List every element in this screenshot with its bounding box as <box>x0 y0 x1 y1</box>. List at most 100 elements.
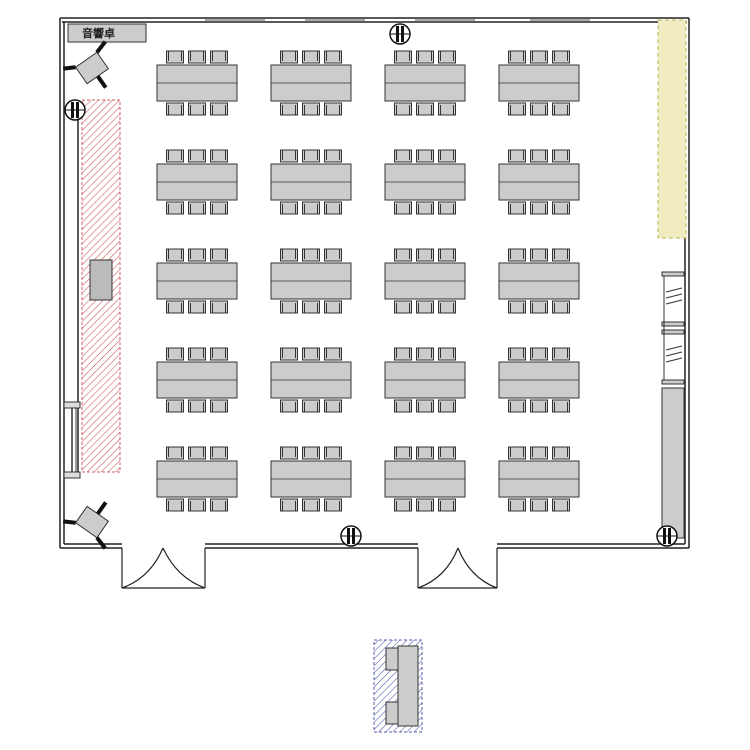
chair <box>166 248 184 262</box>
chair <box>324 498 342 512</box>
chair <box>302 248 320 262</box>
chair <box>508 446 526 460</box>
chair <box>210 50 228 64</box>
chair <box>530 498 548 512</box>
chair <box>166 50 184 64</box>
chair <box>166 347 184 361</box>
chair <box>302 102 320 116</box>
speaker-bottom-left <box>62 501 110 550</box>
chair <box>188 149 206 163</box>
chair <box>416 347 434 361</box>
chair <box>508 201 526 215</box>
chair <box>324 50 342 64</box>
table-group <box>156 149 238 215</box>
table-group <box>270 248 352 314</box>
chair <box>530 102 548 116</box>
chair <box>210 347 228 361</box>
chair <box>438 399 456 413</box>
chair <box>508 399 526 413</box>
chair <box>324 300 342 314</box>
chair <box>552 102 570 116</box>
chair <box>394 300 412 314</box>
table-group <box>270 347 352 413</box>
chair <box>166 498 184 512</box>
chair <box>394 498 412 512</box>
chair <box>166 300 184 314</box>
chair <box>394 102 412 116</box>
chair <box>508 248 526 262</box>
chair <box>552 201 570 215</box>
table-group <box>498 50 580 116</box>
chair <box>438 201 456 215</box>
chair <box>324 149 342 163</box>
chair <box>324 102 342 116</box>
chair <box>552 149 570 163</box>
chair <box>210 248 228 262</box>
chair <box>210 399 228 413</box>
chair <box>210 498 228 512</box>
chair <box>302 446 320 460</box>
stage-area <box>81 99 121 473</box>
chair <box>394 446 412 460</box>
table-group <box>156 446 238 512</box>
chair <box>438 149 456 163</box>
chair <box>530 149 548 163</box>
chair <box>416 248 434 262</box>
chair <box>394 149 412 163</box>
column-icon <box>340 525 362 547</box>
columns <box>64 23 678 547</box>
chair <box>188 300 206 314</box>
chair <box>530 50 548 64</box>
chair <box>530 300 548 314</box>
chair <box>416 102 434 116</box>
chair <box>416 446 434 460</box>
table-group <box>270 50 352 116</box>
chair <box>530 201 548 215</box>
door-right[interactable] <box>417 547 498 589</box>
chair <box>280 498 298 512</box>
chair <box>508 300 526 314</box>
chair <box>166 149 184 163</box>
chair <box>416 201 434 215</box>
screen-area <box>657 19 687 239</box>
table-group <box>498 149 580 215</box>
table-group <box>156 347 238 413</box>
chair <box>280 300 298 314</box>
chair <box>438 498 456 512</box>
chair <box>438 50 456 64</box>
chair <box>416 498 434 512</box>
chair <box>210 149 228 163</box>
chair <box>280 149 298 163</box>
room-walls <box>59 17 690 549</box>
chair <box>188 498 206 512</box>
chair <box>508 50 526 64</box>
chair <box>280 50 298 64</box>
chair <box>394 399 412 413</box>
external-stand <box>373 639 423 733</box>
chair <box>302 149 320 163</box>
chair <box>552 248 570 262</box>
chair <box>552 446 570 460</box>
chair <box>416 149 434 163</box>
door-left[interactable] <box>121 547 206 589</box>
chair <box>394 50 412 64</box>
chair <box>188 399 206 413</box>
column-icon <box>389 23 411 45</box>
chair <box>302 399 320 413</box>
chair <box>210 201 228 215</box>
table-group <box>384 446 466 512</box>
chair <box>530 399 548 413</box>
chair <box>210 446 228 460</box>
chair <box>552 50 570 64</box>
chair <box>508 498 526 512</box>
stand-chair <box>385 647 399 671</box>
chair <box>302 50 320 64</box>
chair <box>394 201 412 215</box>
chair <box>280 201 298 215</box>
stand-chair <box>385 701 399 725</box>
chair <box>280 399 298 413</box>
chair <box>280 248 298 262</box>
chair <box>302 201 320 215</box>
chair <box>166 102 184 116</box>
chair <box>324 201 342 215</box>
